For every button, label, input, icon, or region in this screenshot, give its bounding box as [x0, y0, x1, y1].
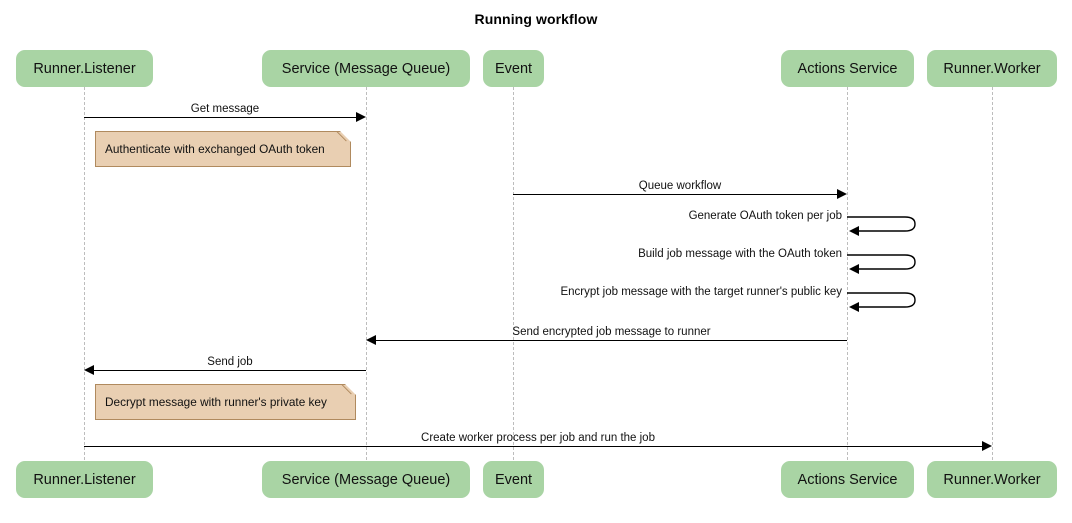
participant-runner-listener-top[interactable]: Runner.Listener — [16, 50, 153, 87]
participant-service-message-queue-top[interactable]: Service (Message Queue) — [262, 50, 470, 87]
lifeline-actions-service — [847, 87, 848, 460]
message-line-queue-workflow — [513, 194, 837, 195]
participant-service-message-queue-bottom[interactable]: Service (Message Queue) — [262, 461, 470, 498]
note-authenticate-with-exchanged-oauth-token: Authenticate with exchanged OAuth token — [95, 131, 351, 167]
message-line-send-job — [94, 370, 366, 371]
participant-label: Actions Service — [797, 471, 898, 488]
lifeline-runner-worker — [992, 87, 993, 460]
arrowhead-create-worker-process-per-job-and-run-the-job — [982, 441, 992, 451]
page-title: Running workflow — [474, 11, 598, 27]
message-line-get-message — [84, 117, 356, 118]
note-fold-edge-icon — [341, 384, 356, 399]
participant-label: Event — [494, 471, 533, 488]
message-label-send-job: Send job — [207, 356, 253, 368]
participant-runner-listener-bottom[interactable]: Runner.Listener — [16, 461, 153, 498]
message-label-get-message: Get message — [190, 103, 260, 115]
lifeline-event — [513, 87, 514, 460]
participant-label: Event — [494, 60, 533, 77]
lifeline-runner-listener — [84, 87, 85, 460]
participant-label: Runner.Listener — [33, 471, 136, 488]
note-fold-edge-icon — [336, 131, 351, 146]
message-label-encrypt-job-message-with-the-target-runners-public-key: Encrypt job message with the target runn… — [560, 286, 842, 298]
arrowhead-get-message — [356, 112, 366, 122]
message-label-send-encrypted-job-message-to-runner: Send encrypted job message to runner — [512, 326, 711, 338]
selfloop-generate-oauth-token-per-job — [847, 210, 927, 238]
message-label-generate-oauth-token-per-job: Generate OAuth token per job — [688, 210, 842, 222]
participant-event-top[interactable]: Event — [483, 50, 544, 87]
participant-runner-worker-top[interactable]: Runner.Worker — [927, 50, 1057, 87]
participant-actions-service-bottom[interactable]: Actions Service — [781, 461, 914, 498]
note-decrypt-message-with-runners-private-key: Decrypt message with runner's private ke… — [95, 384, 356, 420]
participant-label: Service (Message Queue) — [281, 471, 451, 488]
message-label-create-worker-process-per-job-and-run-the-job: Create worker process per job and run th… — [421, 432, 655, 444]
note-text: Decrypt message with runner's private ke… — [105, 395, 327, 409]
message-line-send-encrypted-job-message-to-runner — [376, 340, 847, 341]
lifeline-service-message-queue — [366, 87, 367, 460]
message-label-queue-workflow: Queue workflow — [638, 180, 722, 192]
participant-label: Service (Message Queue) — [281, 60, 451, 77]
selfloop-encrypt-job-message-with-the-target-runners-public-key — [847, 286, 927, 314]
participant-label: Runner.Listener — [33, 60, 136, 77]
participant-label: Actions Service — [797, 60, 898, 77]
note-text: Authenticate with exchanged OAuth token — [105, 142, 325, 156]
participant-label: Runner.Worker — [943, 60, 1041, 77]
arrowhead-queue-workflow — [837, 189, 847, 199]
participant-label: Runner.Worker — [943, 471, 1041, 488]
participant-actions-service-top[interactable]: Actions Service — [781, 50, 914, 87]
participant-runner-worker-bottom[interactable]: Runner.Worker — [927, 461, 1057, 498]
message-line-create-worker-process-per-job-and-run-the-job — [84, 446, 982, 447]
arrowhead-send-encrypted-job-message-to-runner — [366, 335, 376, 345]
participant-event-bottom[interactable]: Event — [483, 461, 544, 498]
message-label-build-job-message-with-the-oauth-token: Build job message with the OAuth token — [638, 248, 842, 260]
selfloop-build-job-message-with-the-oauth-token — [847, 248, 927, 276]
arrowhead-send-job — [84, 365, 94, 375]
